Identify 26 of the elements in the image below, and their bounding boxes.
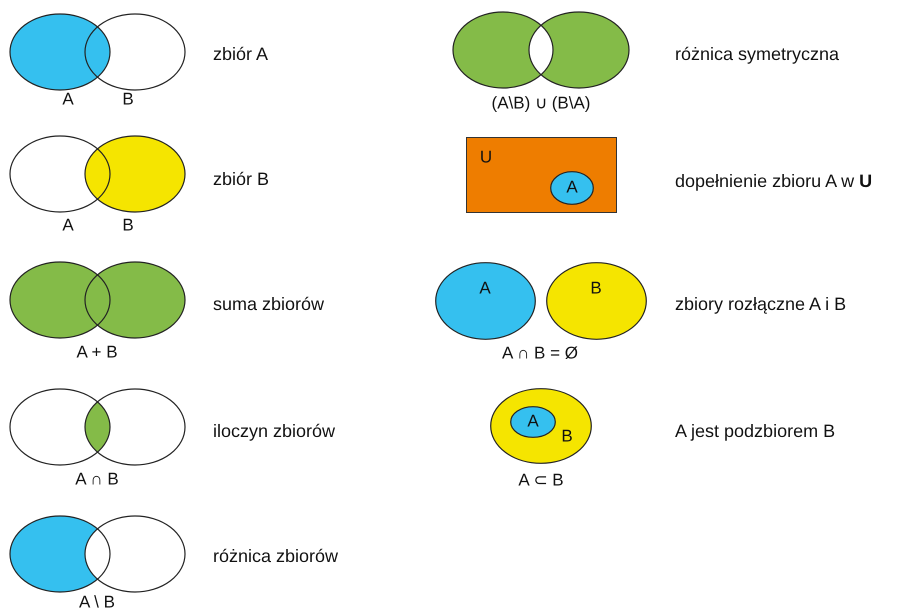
universe-rectangle	[466, 137, 617, 213]
description: suma zbiorów	[213, 295, 324, 315]
set-name: B	[561, 428, 573, 446]
formula: A ⊂ B	[518, 472, 564, 490]
description: iloczyn zbiorów	[213, 422, 336, 442]
set-name: A	[479, 280, 491, 298]
set-letter: B	[122, 90, 134, 110]
formula: (A\B) ∪ (B\A)	[492, 94, 590, 114]
description: różnica zbiorów	[213, 547, 338, 567]
set-name: B	[590, 280, 602, 298]
formula: A ∩ B = Ø	[502, 344, 578, 364]
set-name: A	[566, 178, 578, 198]
description: A jest podzbiorem B	[675, 422, 836, 442]
description: różnica symetryczna	[675, 45, 840, 65]
set-letter: A	[62, 216, 74, 236]
set-letter: B	[122, 216, 134, 236]
formula: A + B	[76, 344, 118, 362]
description: zbiory rozłączne A i B	[675, 295, 846, 315]
formula: A ∩ B	[75, 470, 119, 490]
description: zbiór B	[213, 170, 270, 190]
formula: A \ B	[79, 594, 115, 612]
description: zbiór A	[213, 45, 268, 65]
set-letter: A	[62, 90, 74, 110]
set-name: U	[480, 148, 492, 168]
set-name: A	[527, 412, 539, 432]
description: dopełnienie zbioru A w U	[675, 172, 872, 192]
